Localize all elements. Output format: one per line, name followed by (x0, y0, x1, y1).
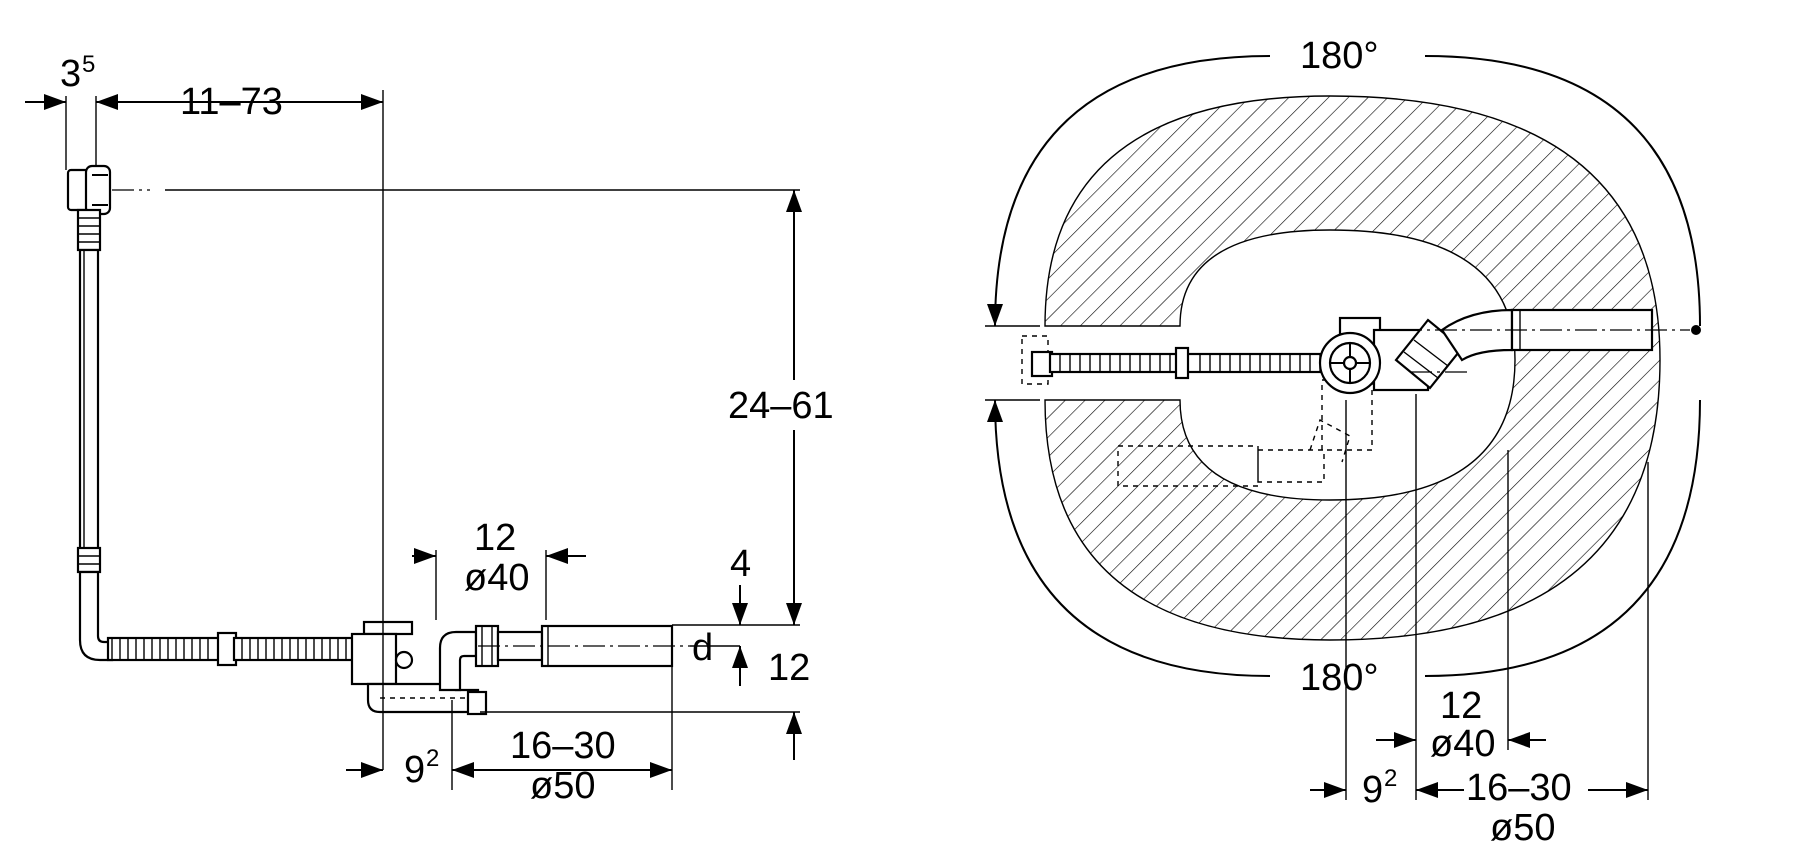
dim-height: 24–61 (724, 190, 840, 625)
top-outlet-pipe (1394, 308, 1701, 390)
dim-4-label: 4 (730, 543, 751, 585)
dim-bottom-ref (786, 712, 802, 760)
dim-height-label: 24–61 (728, 385, 834, 427)
top-view: 180° 180° (985, 35, 1701, 849)
rotation-arc-bottom: 180° (987, 399, 1701, 699)
dim-bottom-offset-label: 9 (404, 749, 425, 791)
dim-top-offset-sup: 5 (82, 51, 95, 78)
rotation-arc-top: 180° (987, 35, 1701, 327)
dim-bottom-dia-label: ø50 (530, 765, 595, 807)
dim-overflow-label: 12 (474, 517, 516, 559)
drain-trap (350, 620, 690, 716)
side-view: 3 5 11–73 24–61 4 d 12 (25, 51, 840, 807)
overflow-head (66, 164, 150, 216)
angle-top-label: 180° (1300, 35, 1379, 77)
dim-bottom-range-label: 16–30 (510, 725, 616, 767)
top-dim-range: 16–30 ø50 (1416, 764, 1648, 849)
dim-bottom-offset: 9 2 (346, 745, 439, 791)
overflow-pipe (76, 208, 114, 662)
connecting-tube (106, 631, 356, 667)
dim-top-range: 11–73 (96, 81, 383, 123)
angle-bottom-label: 180° (1300, 657, 1379, 699)
top-dim-offset-sup: 2 (1384, 765, 1397, 792)
dim-top-offset-label: 3 (60, 53, 81, 95)
top-overflow-tube (1021, 335, 1332, 385)
dim-bottom-range: 16–30 ø50 (452, 725, 672, 807)
dim-top-range-label: 11–73 (180, 81, 283, 123)
top-dim-range-label: 16–30 (1466, 767, 1572, 809)
top-dim-12-label: 12 (1440, 685, 1482, 727)
dim-overflow-dia-label: ø40 (464, 557, 529, 599)
top-dim-dia40-label: ø40 (1430, 723, 1495, 765)
top-dim-overflow: 12 ø40 (1376, 685, 1546, 765)
dim-4: 4 d 12 (692, 543, 810, 689)
top-dim-offset: 9 2 (1310, 765, 1397, 811)
tub-hatched-area (1044, 95, 1661, 641)
dim-d-label: d (692, 627, 713, 669)
dim-12-label: 12 (768, 647, 810, 689)
dim-bottom-offset-sup: 2 (426, 745, 439, 772)
top-dim-offset-label: 9 (1362, 769, 1383, 811)
top-dim-dia50-label: ø50 (1490, 807, 1555, 849)
dim-overflow: 12 ø40 (412, 517, 586, 599)
